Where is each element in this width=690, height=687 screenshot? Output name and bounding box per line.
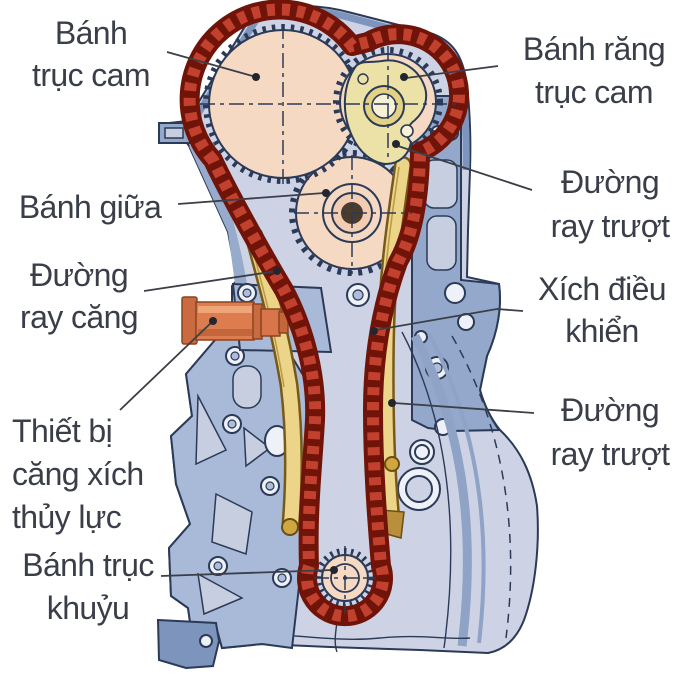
label-line: trục cam <box>32 57 150 93</box>
label-line: Xích điều <box>537 271 667 307</box>
label-line: Bánh răng <box>522 31 666 67</box>
ring-boss-small-inner <box>414 444 430 460</box>
label-control-chain: Xích điều khiển <box>522 268 682 352</box>
truss-bolt-5-center <box>277 573 287 583</box>
truss-foot-bolt <box>199 634 213 648</box>
label-line: ray căng <box>20 299 139 335</box>
truss-bolt-4-center <box>213 561 223 571</box>
label-hydraulic-tensioner: Thiết bị căng xích thủy lực <box>12 410 182 539</box>
label-tension-rail: Đường ray căng <box>8 254 150 338</box>
leader-control-chain <box>375 308 524 331</box>
label-line: khuỷu <box>46 590 130 626</box>
bell-housing-band-1 <box>411 333 472 647</box>
leader-slide-rail-top <box>397 145 533 191</box>
bell-housing-dashed-edge <box>451 335 512 639</box>
leader-cam-gear-right <box>405 65 499 79</box>
label-line: thủy lực <box>12 499 122 535</box>
leader-slide-rail-bottom <box>393 402 535 414</box>
label-line: Đường <box>29 257 129 293</box>
bracket-bolt-center <box>242 288 252 298</box>
bracket-hole-upper <box>444 282 466 304</box>
label-line: trục cam <box>535 74 653 110</box>
label-line: Bánh giữa <box>18 189 162 225</box>
leader-hydraulic-tensioner <box>119 320 214 411</box>
timing-chain <box>179 0 470 627</box>
label-slide-rail-bottom: Đường ray trượt <box>532 388 688 476</box>
label-line: Đường <box>560 392 660 428</box>
truss-cutout-1 <box>195 393 228 466</box>
leader-crank-sprocket <box>160 569 333 577</box>
leader-idler-gear <box>177 192 325 205</box>
tension-rail-pivot <box>281 518 299 536</box>
slide-rail-bolt <box>384 456 400 472</box>
hydraulic-tensioner <box>181 296 289 345</box>
label-crank-sprocket: Bánh trục khuỷu <box>4 544 172 630</box>
centerlines <box>200 24 458 614</box>
ring-boss-small <box>409 439 435 465</box>
label-line: khiển <box>565 313 639 349</box>
label-line: Thiết bị <box>12 413 113 449</box>
leader-lines <box>119 51 535 577</box>
truss-foot <box>156 618 221 670</box>
timing-cover-left-shade <box>189 146 247 284</box>
label-cam-sprocket-left: Bánh trục cam <box>10 12 172 96</box>
label-line: ray trượt <box>550 208 670 244</box>
ring-boss-large-inner <box>405 475 433 503</box>
truss-slot <box>232 365 262 409</box>
leader-tension-rail <box>143 270 278 292</box>
truss-bolt-1-center <box>230 351 240 361</box>
label-line: Bánh <box>54 15 128 51</box>
cam-plate <box>343 59 428 166</box>
block-left-tab-slot <box>164 127 184 139</box>
label-line: Đường <box>560 164 660 200</box>
truss-bolt-2-center <box>227 419 237 429</box>
label-idler-gear: Bánh giữa <box>4 186 176 228</box>
bracket-hole-lower <box>457 313 475 331</box>
truss-bolt-3-center <box>265 481 275 491</box>
label-line: ray trượt <box>550 436 670 472</box>
label-slide-rail-top: Đường ray trượt <box>528 160 690 248</box>
truss-cutout-2 <box>243 426 272 468</box>
truss-cutout-4 <box>197 572 244 616</box>
bell-housing-band-2 <box>427 333 486 644</box>
column-panel-lower <box>426 215 457 271</box>
label-cam-gear-right: Bánh răng trục cam <box>498 28 690 114</box>
label-line: Bánh trục <box>22 547 154 583</box>
truss-cutout-3 <box>211 492 253 556</box>
label-line: căng xích <box>12 456 144 492</box>
mid-bolt-center <box>352 289 364 301</box>
leader-cam-sprocket-left <box>166 51 257 78</box>
bell-housing-boundary <box>401 331 452 649</box>
